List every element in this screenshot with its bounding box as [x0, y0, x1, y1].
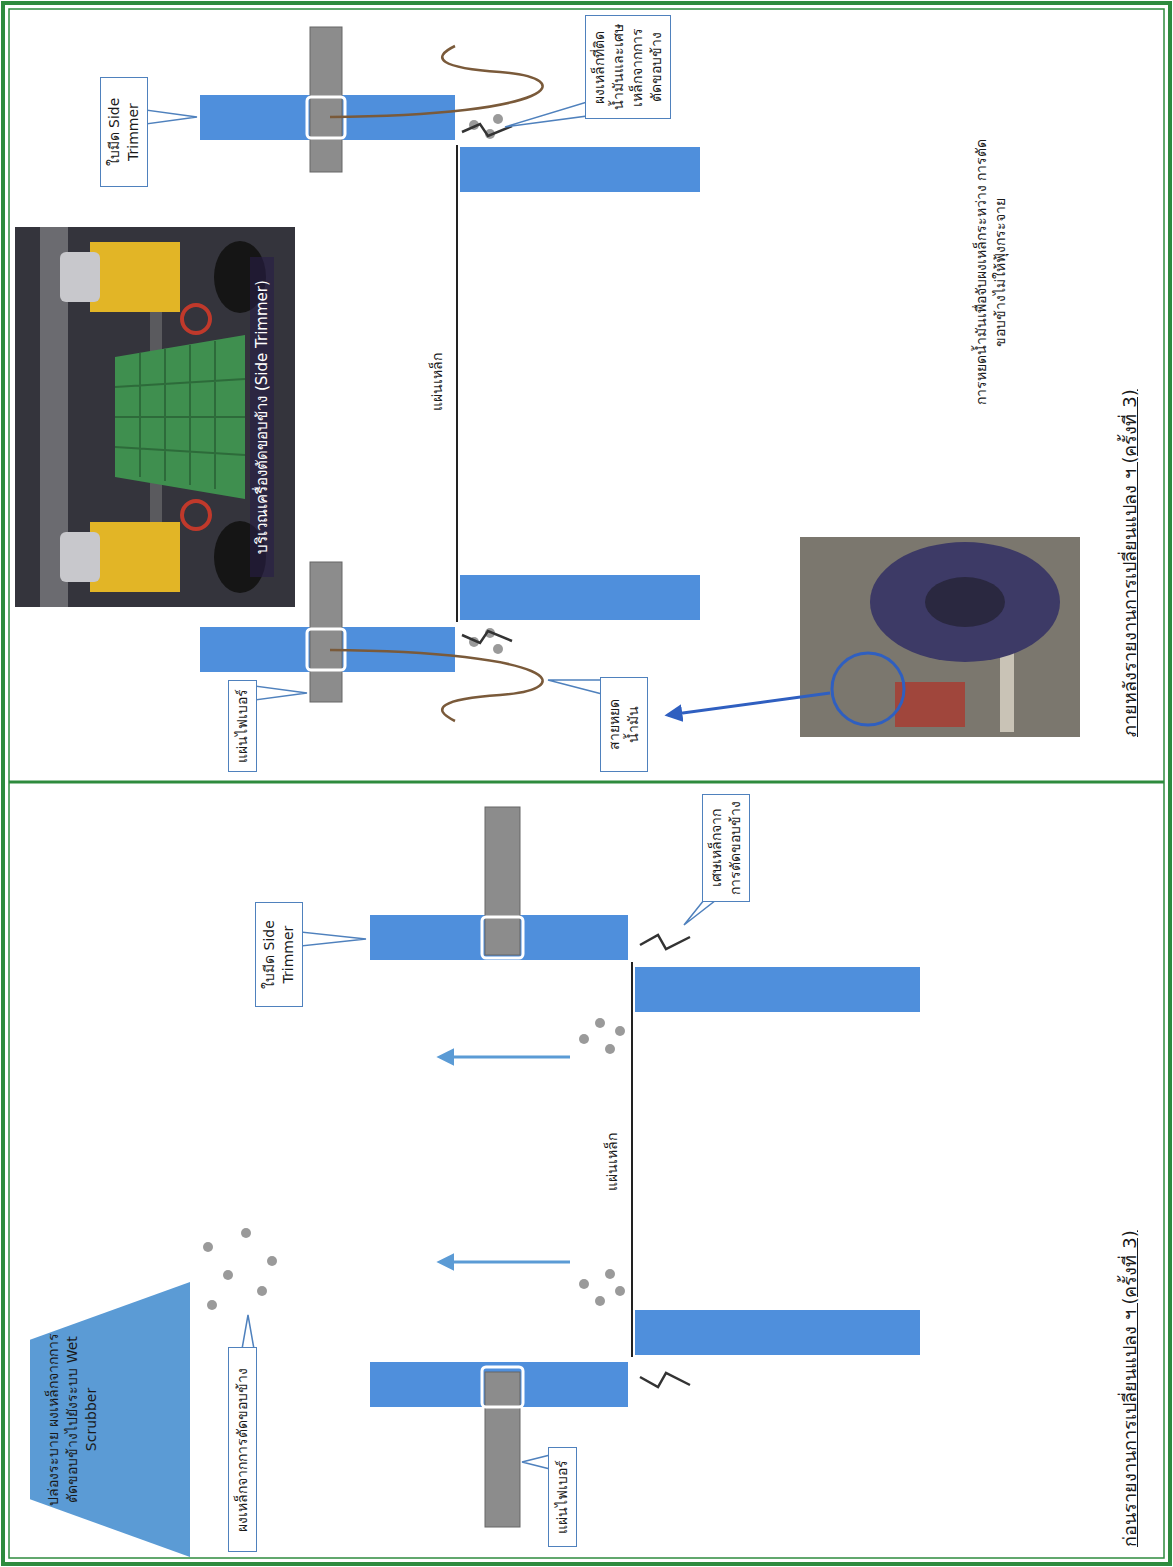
flow-arrow [440, 1056, 570, 1059]
fiber-plate-slot [482, 1367, 523, 1407]
exhaust-hood: ปล่องระบาย ผงเหล็กจากการ ตัดขอบข้างไปยัง… [30, 1282, 190, 1557]
lower-blade [460, 575, 700, 620]
callout-box: ผงเหล็กจากการตัดขอบข้าง [228, 1347, 257, 1552]
callout-box: แผ่นไฟเบอร์ [548, 1447, 577, 1547]
callout-tail [301, 932, 366, 946]
callout-tail [242, 1315, 254, 1349]
callout-text: แผ่นไฟเบอร์ [233, 687, 252, 765]
steel-sheet [631, 962, 633, 1357]
dust-particle [595, 1296, 605, 1306]
dust-particle [605, 1044, 615, 1054]
dust-particle [493, 644, 503, 654]
fiber-plate [485, 807, 520, 955]
dust-particle [241, 1228, 251, 1238]
dust-particle [203, 1242, 213, 1252]
oil-hose [330, 46, 543, 117]
closeup-photo [800, 537, 1080, 737]
callout-tail [522, 1455, 550, 1469]
scrap-strip [640, 1373, 690, 1387]
callout-box: ใบมีด Side Trimmer [255, 902, 303, 1007]
dust-particle [615, 1026, 625, 1036]
scrap-strip [462, 124, 512, 136]
callout-tail [255, 686, 307, 700]
note-label: แผ่นเหล็ก [428, 317, 447, 447]
dust-particle [605, 1269, 615, 1279]
callout-text: ผงเหล็กจากการตัดขอบข้าง [233, 1354, 252, 1545]
lower-blade [460, 147, 700, 192]
machine-photo [15, 227, 295, 607]
machine-photo [182, 305, 210, 333]
fiber-plate [310, 562, 342, 702]
callout-tail [146, 110, 197, 124]
flow-arrow [440, 1261, 570, 1264]
machine-photo [60, 532, 100, 582]
lower-blade [635, 1310, 920, 1355]
pointer-arrow [668, 693, 830, 715]
fiber-plate [310, 27, 342, 172]
callout-text: แผ่นไฟเบอร์ [553, 1454, 572, 1540]
hood-outline [30, 1282, 190, 1557]
hood-text: ปล่องระบาย ผงเหล็กจากการ ตัดขอบข้างไปยัง… [30, 1282, 101, 1557]
fiber-plate [485, 1372, 520, 1527]
dust-particle [595, 1018, 605, 1028]
note-label: การหยดน้ำมันเพื่อจับผงเหล็กระหว่าง การตั… [972, 137, 1010, 407]
dust-particle [267, 1256, 277, 1266]
panel-caption: ก่อนรายงานการเปลี่ยนแปลง ฯ (ครั้งที่ 3) [1118, 1027, 1142, 1547]
callout-text: สายหยดน้ำมัน [605, 684, 643, 765]
dust-particle [615, 1286, 625, 1296]
highlight-circle [832, 653, 904, 725]
oil-hose [330, 650, 543, 721]
closeup-photo [925, 577, 1005, 627]
note-label: แผ่นเหล็ก [603, 1097, 622, 1227]
callout-box: เศษเหล็กจากการตัดขอบข้าง [702, 794, 750, 902]
callout-tail [505, 102, 587, 127]
machine-photo [115, 341, 245, 489]
lower-blade [635, 967, 920, 1012]
callout-text: ใบมีด Side Trimmer [105, 84, 143, 180]
closeup-photo [870, 542, 1060, 662]
page-frame [3, 3, 1170, 1564]
panel-caption: ภายหลังรายงานการเปลี่ยนแปลง ฯ (ครั้งที่ … [1118, 177, 1142, 737]
machine-photo [182, 501, 210, 529]
callout-box: ใบมีด Side Trimmer [100, 77, 148, 187]
machine-photo [60, 252, 100, 302]
dust-particle [223, 1270, 233, 1280]
scrap-strip [640, 935, 690, 949]
dust-particle [207, 1300, 217, 1310]
closeup-photo [895, 682, 965, 727]
dust-particle [579, 1279, 589, 1289]
callout-text: ผงเหล็กที่ติดน้ำมันและเศษเหล็กจากการตัดข… [590, 22, 666, 112]
dust-particle [493, 114, 503, 124]
callout-tail [548, 680, 602, 694]
machine-photo [90, 522, 180, 592]
panel-divider [9, 781, 1164, 784]
callout-box: สายหยดน้ำมัน [600, 677, 648, 772]
callout-text: เศษเหล็กจากการตัดขอบข้าง [707, 801, 745, 895]
dust-particle [579, 1034, 589, 1044]
callout-box: แผ่นไฟเบอร์ [228, 680, 257, 772]
callout-box: ผงเหล็กที่ติดน้ำมันและเศษเหล็กจากการตัดข… [585, 15, 671, 119]
callout-text: ใบมีด Side Trimmer [260, 909, 298, 1000]
dust-particle [257, 1286, 267, 1296]
fiber-plate-slot [482, 917, 523, 958]
callout-tail [684, 900, 716, 925]
scrap-strip [462, 631, 512, 643]
steel-sheet [456, 145, 458, 622]
machine-photo [90, 242, 180, 312]
photo-label: บริเวณเครื่องตัดขอบข้าง (Side Trimmer) [250, 257, 274, 577]
machine-photo [115, 335, 245, 499]
page-frame [9, 9, 1164, 1558]
